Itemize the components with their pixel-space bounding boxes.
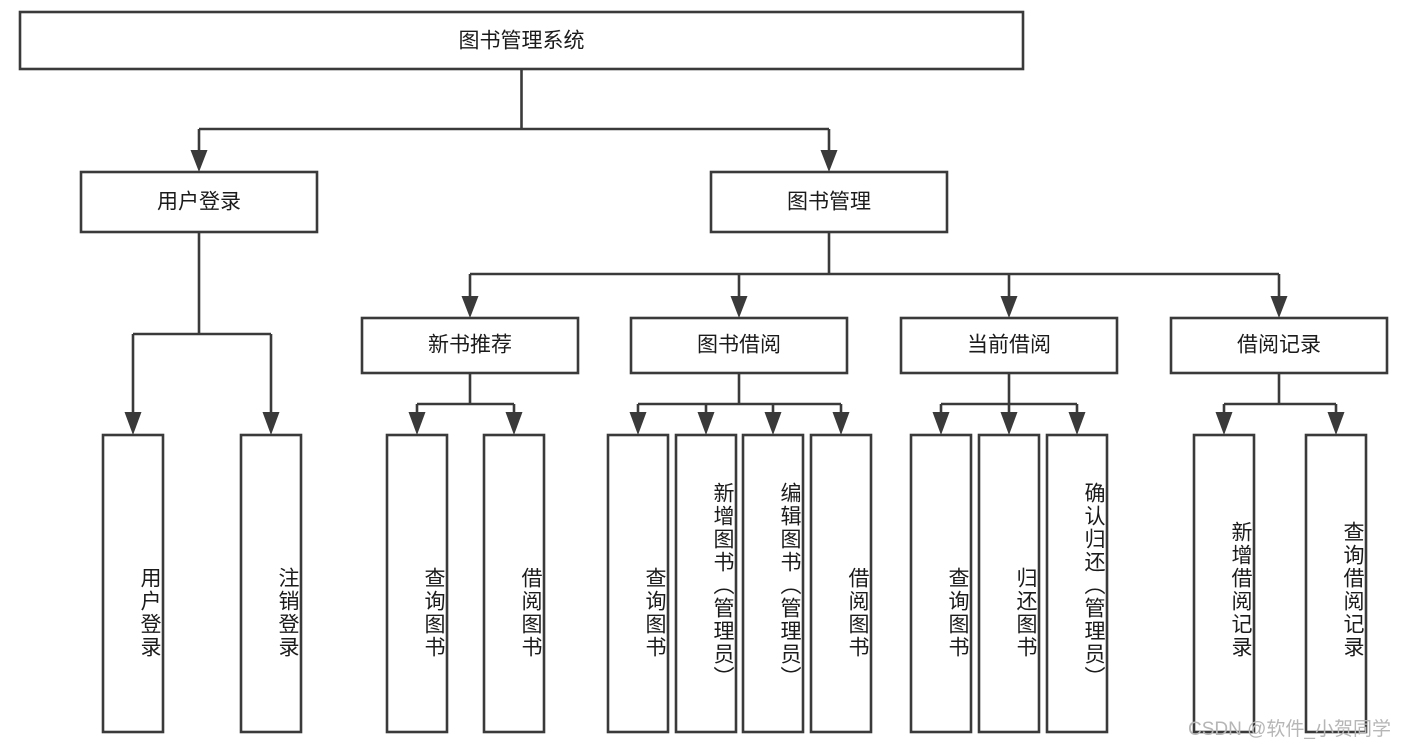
- nodes-layer: 图书管理系统 用户登录 图书管理 新书推荐 图书借阅 当前借阅 借阅记录: [18, 10, 1389, 734]
- leaf-borrow-book-b-box[interactable]: [809, 433, 873, 734]
- leaf-query-book-c-box[interactable]: [909, 433, 973, 734]
- leaf-confirm-return-box[interactable]: [1045, 433, 1109, 734]
- node-root-box[interactable]: [18, 10, 1025, 71]
- leaf-return-book-box[interactable]: [977, 433, 1041, 734]
- arrow-leaf-query-book-b: [629, 412, 647, 435]
- leaf-query-record-box[interactable]: [1304, 433, 1368, 734]
- node-current-borrow-label: 当前借阅: [967, 334, 1051, 357]
- node-root-label: 图书管理系统: [459, 30, 585, 53]
- arrow-user-login: [190, 150, 208, 172]
- leaf-query-book-a-box[interactable]: [385, 433, 449, 734]
- arrow-borrow-record: [1270, 296, 1288, 318]
- arrow-leaf-query-record: [1327, 412, 1345, 435]
- node-new-book-recommend-box[interactable]: [360, 316, 580, 375]
- arrow-leaf-add-record: [1215, 412, 1233, 435]
- leaf-query-book-b-box[interactable]: [606, 433, 670, 734]
- node-borrow-record-box[interactable]: [1169, 316, 1389, 375]
- connectors-layer: [124, 69, 1345, 435]
- arrow-leaf-logout: [262, 412, 280, 435]
- arrow-leaf-return-book: [1000, 412, 1018, 435]
- arrow-leaf-confirm-return: [1068, 412, 1086, 435]
- arrow-current-borrow: [1000, 296, 1018, 318]
- arrow-book-borrow: [730, 296, 748, 318]
- arrow-leaf-query-book-c: [932, 412, 950, 435]
- leaf-add-book-box[interactable]: [674, 433, 738, 734]
- arrow-book-manage: [820, 150, 838, 172]
- leaf-edit-book-box[interactable]: [741, 433, 805, 734]
- node-new-book-recommend-label: 新书推荐: [428, 334, 512, 357]
- node-book-manage-box[interactable]: [709, 170, 949, 234]
- arrow-leaf-query-book-a: [408, 412, 426, 435]
- arrow-new-book-recommend: [461, 296, 479, 318]
- arrow-leaf-user-login: [124, 412, 142, 435]
- leaf-add-record-box[interactable]: [1192, 433, 1256, 734]
- node-user-login-box[interactable]: [79, 170, 319, 234]
- arrow-leaf-borrow-book-a: [505, 412, 523, 435]
- node-book-borrow-label: 图书借阅: [697, 334, 781, 357]
- watermark-text: CSDN @软件_小贺同学: [1188, 719, 1391, 740]
- node-current-borrow-box[interactable]: [899, 316, 1119, 375]
- arrow-leaf-edit-book: [764, 412, 782, 435]
- arrow-leaf-borrow-book-b: [832, 412, 850, 435]
- node-book-manage-label: 图书管理: [787, 191, 871, 214]
- node-borrow-record-label: 借阅记录: [1237, 334, 1321, 357]
- leaf-user-login-box[interactable]: [101, 433, 165, 734]
- arrow-leaf-add-book: [697, 412, 715, 435]
- leaf-borrow-book-a-box[interactable]: [482, 433, 546, 734]
- leaf-logout-box[interactable]: [239, 433, 303, 734]
- node-user-login-label: 用户登录: [157, 191, 241, 214]
- node-book-borrow-box[interactable]: [629, 316, 849, 375]
